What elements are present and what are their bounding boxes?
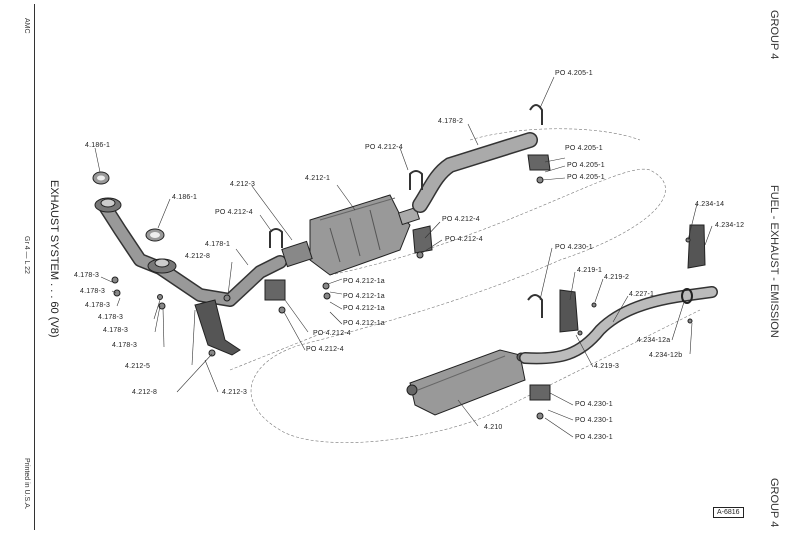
part-label: 4.178-3 [80, 288, 106, 295]
u-bolt-2 [409, 170, 423, 190]
u-bolt-3 [529, 104, 543, 125]
part-label: 4.178-3 [112, 342, 138, 349]
part-label: 4.178-1 [205, 241, 231, 248]
part-label: PO 4.212-1a [343, 305, 385, 312]
part-label: 4.234-14 [695, 201, 725, 208]
clamp-plate-4 [529, 384, 551, 401]
hanger-bracket-tail [687, 224, 706, 269]
u-bolt-4 [527, 294, 543, 318]
part-label: 4.178-3 [85, 302, 111, 309]
part-label: PO 4.230-1 [575, 434, 613, 441]
part-label: 4.234-12b [649, 352, 683, 359]
part-label: PO 4.212-1a [343, 278, 385, 285]
part-label: PO 4.205-1 [567, 174, 605, 181]
muffler [406, 349, 526, 416]
part-label: PO 4.230-1 [555, 244, 593, 251]
u-bolt-1 [269, 228, 283, 248]
part-label: 4.178-3 [74, 272, 100, 279]
part-label: PO 4.212-4 [442, 216, 480, 223]
part-label: PO 4.205-1 [567, 162, 605, 169]
clamp-plate-3 [527, 154, 551, 171]
part-label: 4.186-1 [85, 142, 111, 149]
part-label: PO 4.212-4 [365, 144, 403, 151]
clamp-plate [264, 279, 286, 301]
part-label: PO 4.212-1a [343, 293, 385, 300]
part-label: 4.212-8 [132, 389, 158, 396]
part-label: PO 4.212-4 [306, 346, 344, 353]
part-label: 4.219-3 [594, 363, 620, 370]
part-label: PO 4.212-4 [445, 236, 483, 243]
part-label: 4.212-3 [230, 181, 256, 188]
part-label: 4.178-3 [98, 314, 124, 321]
part-label: 4.178-2 [438, 118, 464, 125]
part-label: 4.212-3 [222, 389, 248, 396]
left-margin-rule [34, 4, 35, 530]
part-label: 4.227-1 [629, 291, 655, 298]
part-label: PO 4.230-1 [575, 401, 613, 408]
hanger-bracket-rear [559, 289, 579, 333]
part-label: PO 4.212-4 [313, 330, 351, 337]
part-label: 4.186-1 [172, 194, 198, 201]
bracket-front [194, 299, 241, 356]
leader-lines [94, 76, 713, 438]
part-label: 4.219-2 [604, 274, 630, 281]
catalytic-converter [309, 194, 411, 276]
part-label: PO 4.212-1a [343, 320, 385, 327]
part-label: 4.210 [484, 424, 503, 431]
part-label: PO 4.205-1 [555, 70, 593, 77]
part-label: 4.178-3 [103, 327, 129, 334]
fasteners [111, 176, 693, 420]
clamp-plate-2 [412, 225, 433, 254]
part-label: PO 4.230-1 [575, 417, 613, 424]
part-label: 4.212-8 [185, 253, 211, 260]
part-label: 4.234-12a [637, 337, 671, 344]
part-label: 4.212-1 [305, 175, 331, 182]
figure-id-badge: A-6816 [713, 507, 744, 518]
part-label: 4.234-12 [715, 222, 745, 229]
part-label: PO 4.212-4 [215, 209, 253, 216]
part-label: 4.212-5 [125, 363, 151, 370]
part-label: 4.219-1 [577, 267, 603, 274]
part-label: PO 4.205-1 [565, 145, 603, 152]
